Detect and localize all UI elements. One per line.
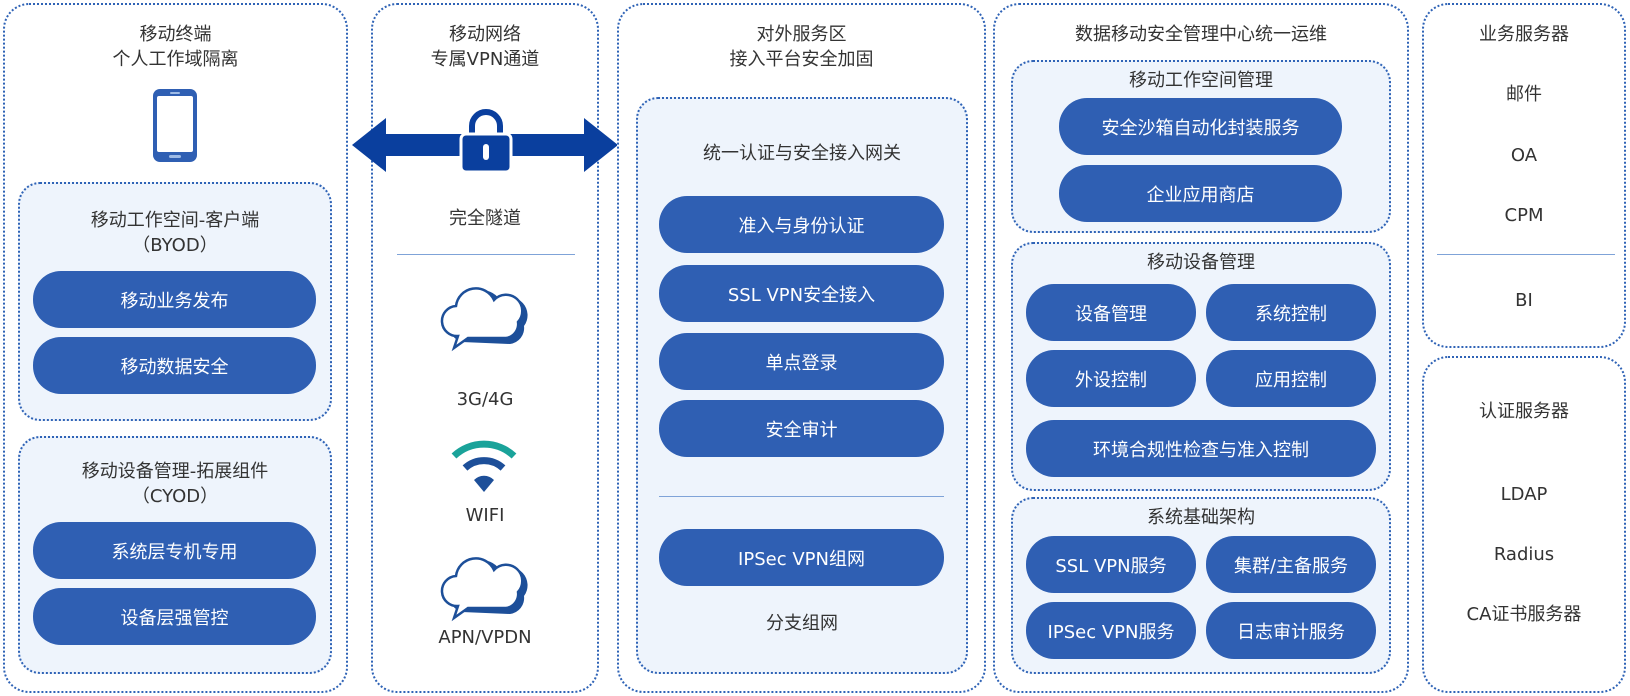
single-sign-on-button[interactable]: 单点登录: [659, 333, 944, 390]
cloud-icon: [440, 557, 528, 622]
business-server-divider: [1437, 254, 1615, 255]
peripheral-control-button[interactable]: 外设控制: [1026, 350, 1196, 407]
cloud-icon: [440, 287, 528, 352]
business-server-item-oa: OA: [1510, 145, 1538, 166]
business-server-item-mail: 邮件: [1506, 84, 1542, 105]
byod-title-line2: （BYOD）: [132, 235, 218, 256]
access-identity-auth-button[interactable]: 准入与身份认证: [659, 196, 944, 253]
col1-title-line1: 移动终端: [139, 24, 212, 45]
col2-divider: [397, 254, 575, 255]
workspace-management-title: 移动工作空间管理: [1129, 70, 1273, 91]
auth-server-item-radius: Radius: [1493, 544, 1555, 565]
ssl-vpn-service-button[interactable]: SSL VPN服务: [1026, 536, 1196, 593]
ipsec-vpn-service-button[interactable]: IPSec VPN服务: [1026, 602, 1196, 659]
device-management-title: 移动设备管理: [1147, 252, 1255, 273]
col2-title-line1: 移动网络: [449, 24, 521, 45]
cyod-title-line1: 移动设备管理-拓展组件: [81, 461, 269, 482]
byod-title-line1: 移动工作空间-客户端: [90, 210, 260, 231]
system-control-button[interactable]: 系统控制: [1206, 284, 1376, 341]
device-layer-control-button[interactable]: 设备层强管控: [33, 588, 316, 645]
auth-server-panel: [1422, 356, 1626, 693]
ssl-vpn-access-button[interactable]: SSL VPN安全接入: [659, 265, 944, 322]
cluster-service-button[interactable]: 集群/主备服务: [1206, 536, 1376, 593]
business-server-item-cpm: CPM: [1504, 205, 1544, 226]
auth-server-item-ca: CA证书服务器: [1466, 604, 1582, 625]
3g-4g-label: 3G/4G: [456, 389, 514, 410]
col3-divider: [659, 496, 944, 497]
security-audit-button[interactable]: 安全审计: [659, 400, 944, 457]
col3-title-line1: 对外服务区: [756, 24, 847, 45]
sandbox-packaging-button[interactable]: 安全沙箱自动化封装服务: [1059, 98, 1342, 155]
branch-network-label: 分支组网: [766, 613, 838, 634]
gateway-title: 统一认证与安全接入网关: [703, 143, 901, 164]
full-tunnel-label: 完全隧道: [449, 208, 521, 229]
compliance-check-button[interactable]: 环境合规性检查与准入控制: [1026, 420, 1376, 477]
phone-icon: [153, 89, 197, 162]
business-server-item-bi: BI: [1515, 290, 1533, 311]
col2-title-line2: 专属VPN通道: [430, 49, 540, 70]
ipsec-vpn-network-button[interactable]: IPSec VPN组网: [659, 529, 944, 586]
business-server-panel: [1422, 3, 1626, 348]
app-control-button[interactable]: 应用控制: [1206, 350, 1376, 407]
mobile-data-security-button[interactable]: 移动数据安全: [33, 337, 316, 394]
device-management-button[interactable]: 设备管理: [1026, 284, 1196, 341]
wifi-icon: [451, 440, 517, 492]
mobile-business-publish-button[interactable]: 移动业务发布: [33, 271, 316, 328]
system-layer-dedicated-button[interactable]: 系统层专机专用: [33, 522, 316, 579]
cyod-title-line2: （CYOD）: [131, 486, 219, 507]
apn-vpdn-label: APN/VPDN: [438, 627, 532, 648]
col4-title: 数据移动安全管理中心统一运维: [1075, 24, 1327, 45]
auth-server-item-ldap: LDAP: [1500, 484, 1548, 505]
enterprise-app-store-button[interactable]: 企业应用商店: [1059, 165, 1342, 222]
business-server-title: 业务服务器: [1479, 24, 1569, 45]
lock-icon: [459, 109, 513, 174]
auth-server-title: 认证服务器: [1479, 401, 1569, 422]
system-infrastructure-title: 系统基础架构: [1147, 507, 1255, 528]
log-audit-service-button[interactable]: 日志审计服务: [1206, 602, 1376, 659]
wifi-label: WIFI: [465, 505, 505, 526]
col1-title-line2: 个人工作域隔离: [112, 49, 239, 70]
col3-title-line2: 接入平台安全加固: [729, 49, 874, 70]
